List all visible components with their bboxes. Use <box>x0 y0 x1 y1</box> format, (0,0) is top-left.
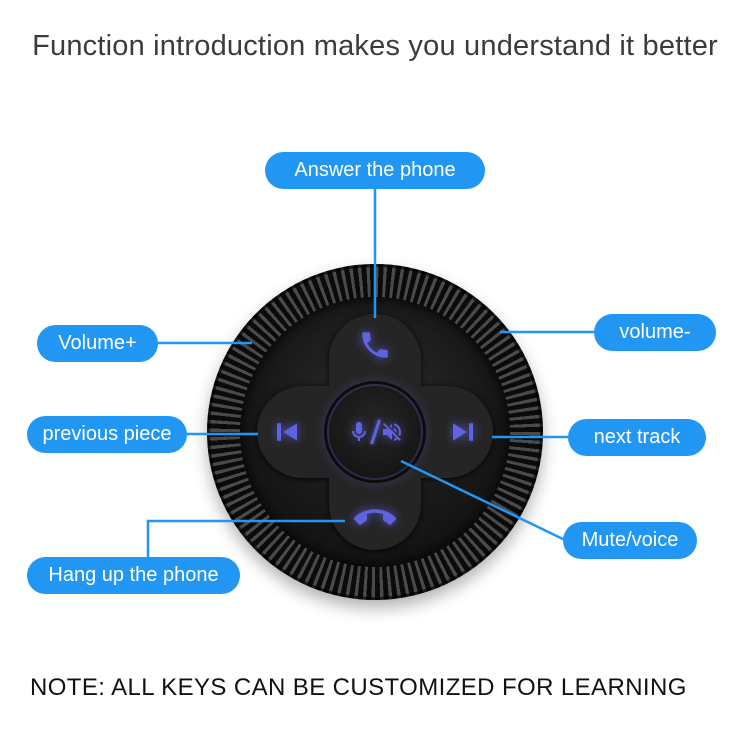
callout-mute-voice: Mute/voice <box>563 522 697 559</box>
mute-voice-button <box>327 384 423 480</box>
callout-hang-up-phone: Hang up the phone <box>27 557 240 594</box>
hang-up-phone-icon <box>354 509 396 525</box>
callout-answer-phone: Answer the phone <box>265 152 485 189</box>
microphone-icon <box>351 422 366 441</box>
next-track-button <box>433 402 493 462</box>
answer-phone-button <box>345 315 405 375</box>
previous-track-icon <box>277 423 297 441</box>
previous-track-button <box>257 402 317 462</box>
answer-phone-icon <box>362 332 388 358</box>
footer-note: NOTE: ALL KEYS CAN BE CUSTOMIZED FOR LEA… <box>30 674 687 701</box>
steering-wheel-controller <box>207 264 543 600</box>
callout-volume-down: volume- <box>594 314 716 351</box>
next-track-icon <box>453 423 473 441</box>
mute-speaker-icon <box>382 423 401 441</box>
callout-next-track: next track <box>568 419 706 456</box>
callout-volume-up: Volume+ <box>37 325 158 362</box>
page-title: Function introduction makes you understa… <box>32 30 718 62</box>
callout-previous-piece: previous piece <box>27 416 187 453</box>
hang-up-phone-button <box>345 488 405 548</box>
